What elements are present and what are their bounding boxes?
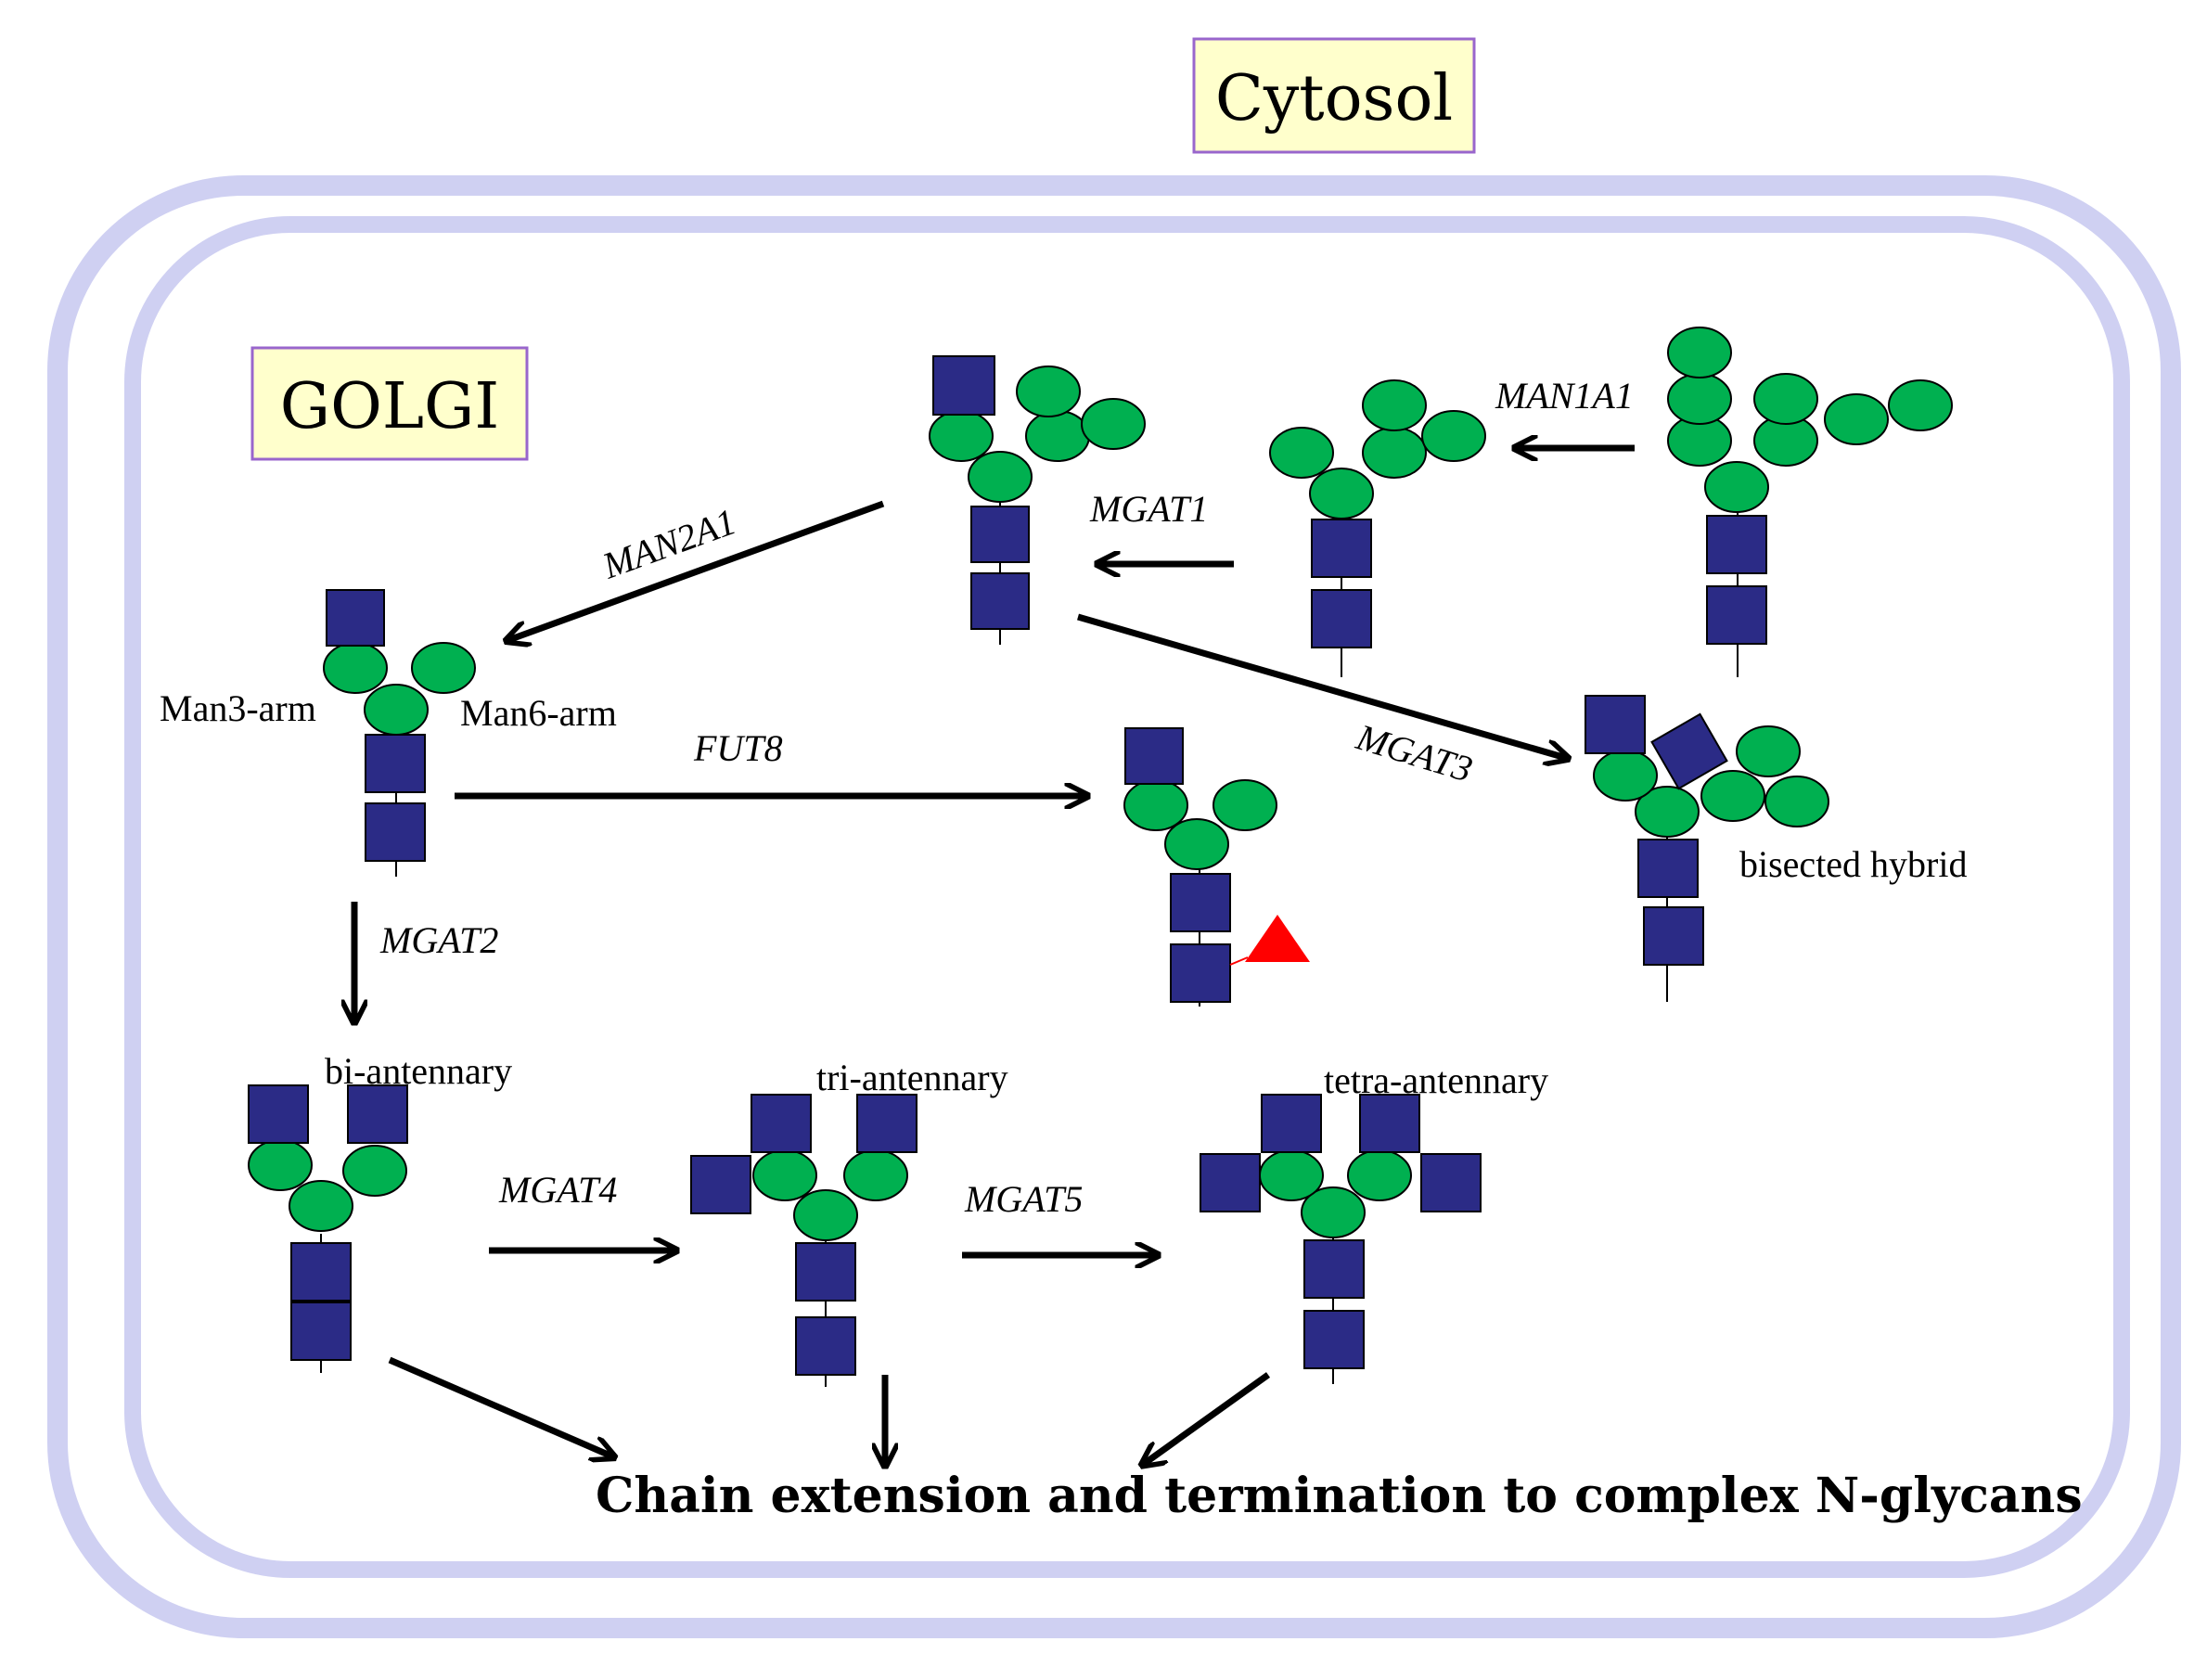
glycan-tetra-antennary: [1200, 1094, 1482, 1384]
arrow-bi-to-final: [388, 1356, 612, 1456]
golgi-inner-membrane: [124, 216, 2130, 1578]
arrow-man2a1: [508, 500, 885, 640]
arrow-mgat3: [1077, 613, 1566, 758]
label-man3-arm: Man3-arm: [160, 687, 316, 729]
cytosol-label: Cytosol: [1215, 62, 1453, 135]
enzyme-label-mgat2: MGAT2: [379, 919, 498, 961]
glycan-bisected-hybrid: [1585, 695, 1829, 1002]
final-outcome-label: Chain extension and termination to compl…: [596, 1468, 2083, 1524]
glycan-man9-precursor: [1667, 327, 1953, 677]
glycan-glcnac-man5: [929, 355, 1146, 645]
cytosol-label-box: Cytosol: [1192, 37, 1476, 154]
label-tetra-antennary: tetra-antennary: [1324, 1059, 1548, 1101]
fucose-triangle: [1245, 915, 1310, 962]
label-bi-antennary: bi-antennary: [325, 1050, 512, 1092]
golgi-outer-membrane: [47, 175, 2181, 1638]
enzyme-label-man2a1: MAN2A1: [597, 500, 741, 587]
enzyme-label-mgat1: MGAT1: [1089, 488, 1208, 530]
enzyme-label-mgat5: MGAT5: [964, 1178, 1083, 1220]
golgi-label-box: GOLGI: [250, 346, 529, 461]
label-tri-antennary: tri-antennary: [816, 1057, 1008, 1098]
glycan-tri-antennary: [690, 1094, 917, 1387]
label-man6-arm: Man6-arm: [460, 692, 617, 734]
glycan-fucosylated: [1123, 727, 1310, 1007]
arrow-tetra-to-final: [1144, 1372, 1271, 1464]
glycan-bi-antennary: [248, 1084, 408, 1373]
enzyme-label-mgat4: MGAT4: [498, 1169, 617, 1211]
glycan-glcnac-man3: [323, 589, 476, 877]
label-bisected-hybrid: bisected hybrid: [1739, 843, 1968, 885]
golgi-label: GOLGI: [280, 370, 499, 443]
enzyme-label-man1a1: MAN1A1: [1495, 375, 1634, 417]
glycan-man5: [1269, 379, 1486, 677]
enzyme-label-fut8: FUT8: [693, 727, 783, 769]
